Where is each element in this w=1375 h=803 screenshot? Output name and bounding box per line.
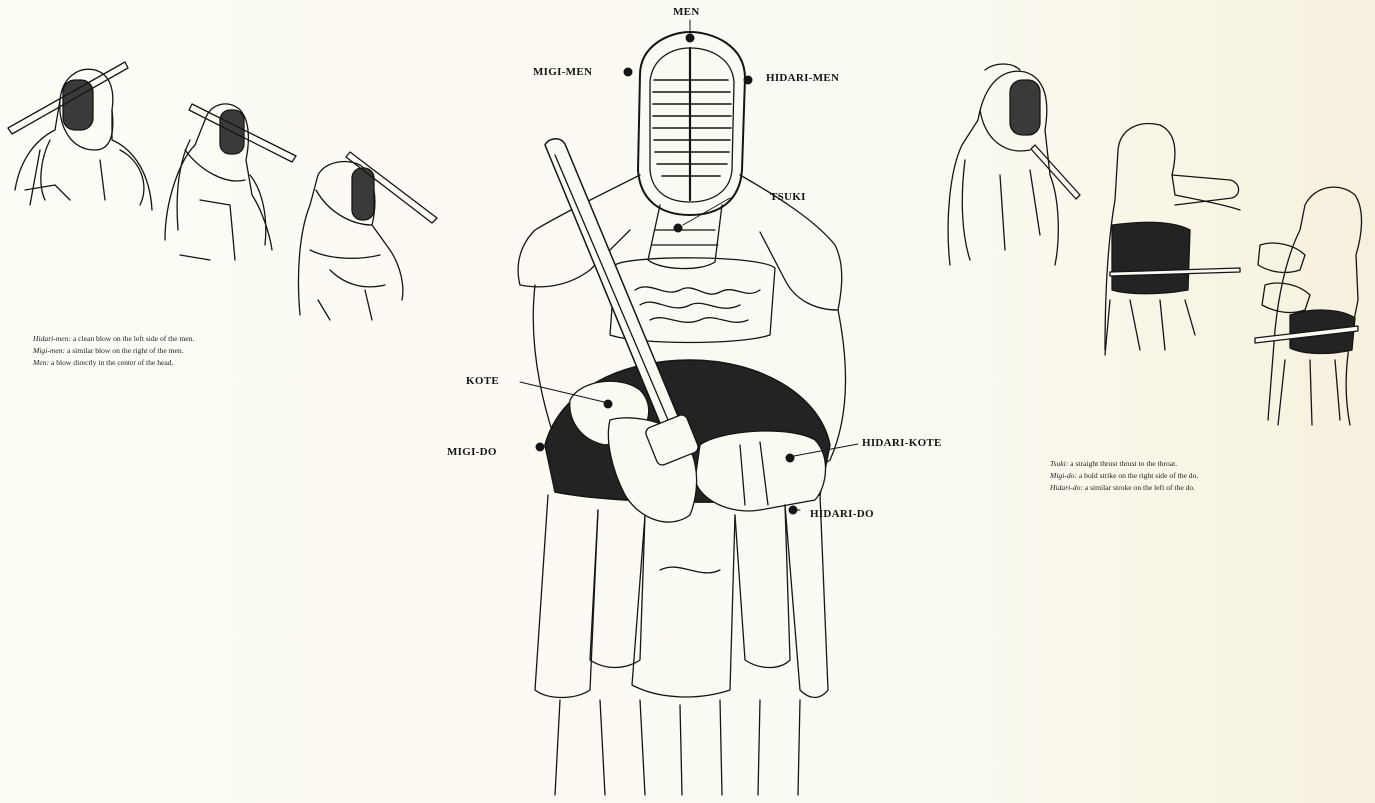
- caption-text: a similar stroke on the left of the do.: [1083, 483, 1195, 492]
- label-migi-do: MIGI-DO: [447, 446, 497, 458]
- tsuki-strike-figure: [948, 64, 1080, 265]
- label-hidari-men: HIDARI-MEN: [766, 72, 839, 84]
- hidari-do-strike-figure: [1255, 187, 1362, 425]
- right-strike-figures: [948, 64, 1361, 425]
- left-strike-figures: [8, 62, 437, 320]
- label-hidari-kote: HIDARI-KOTE: [862, 437, 942, 449]
- left-caption: Hidari-men: a clean blow on the left sid…: [33, 333, 194, 369]
- caption-line-migi-do: Migi-do: a bold strike on the right side…: [1050, 470, 1198, 482]
- caption-text: a similar blow on the right of the men.: [65, 346, 184, 355]
- center-kendoka-figure: [518, 20, 858, 795]
- caption-line-hidari-men: Hidari-men: a clean blow on the left sid…: [33, 333, 194, 345]
- caption-term: Men:: [33, 358, 49, 367]
- caption-line-migi-men: Migi-men: a similar blow on the right of…: [33, 345, 194, 357]
- caption-line-men: Men: a blow directly in the center of th…: [33, 357, 194, 369]
- right-caption: Tsuki: a straight thrust thrust to the t…: [1050, 458, 1198, 494]
- men-strike-figure-1: [8, 62, 152, 210]
- label-migi-men: MIGI-MEN: [533, 66, 592, 78]
- men-grill: [653, 48, 731, 200]
- label-men: MEN: [673, 6, 700, 18]
- caption-text: a blow directly in the center of the hea…: [49, 358, 173, 367]
- caption-term: Tsuki:: [1050, 459, 1068, 468]
- caption-line-hidari-do: Hidari-do: a similar stroke on the left …: [1050, 482, 1198, 494]
- migi-do-strike-figure: [1105, 124, 1240, 355]
- caption-text: a clean blow on the left side of the men…: [71, 334, 194, 343]
- men-strike-figure-2: [165, 104, 296, 260]
- label-kote: KOTE: [466, 375, 499, 387]
- caption-term: Migi-do:: [1050, 471, 1077, 480]
- label-hidari-do: HIDARI-DO: [810, 508, 874, 520]
- men-strike-figure-3: [298, 152, 437, 320]
- caption-line-tsuki: Tsuki: a straight thrust thrust to the t…: [1050, 458, 1198, 470]
- label-tsuki: TSUKI: [770, 191, 806, 203]
- caption-text: a bold strike on the right side of the d…: [1077, 471, 1198, 480]
- men-helmet: [638, 32, 745, 215]
- caption-term: Hidari-men:: [33, 334, 71, 343]
- caption-term: Migi-men:: [33, 346, 65, 355]
- caption-text: a straight thrust thrust to the throat.: [1068, 459, 1177, 468]
- caption-term: Hidari-do:: [1050, 483, 1083, 492]
